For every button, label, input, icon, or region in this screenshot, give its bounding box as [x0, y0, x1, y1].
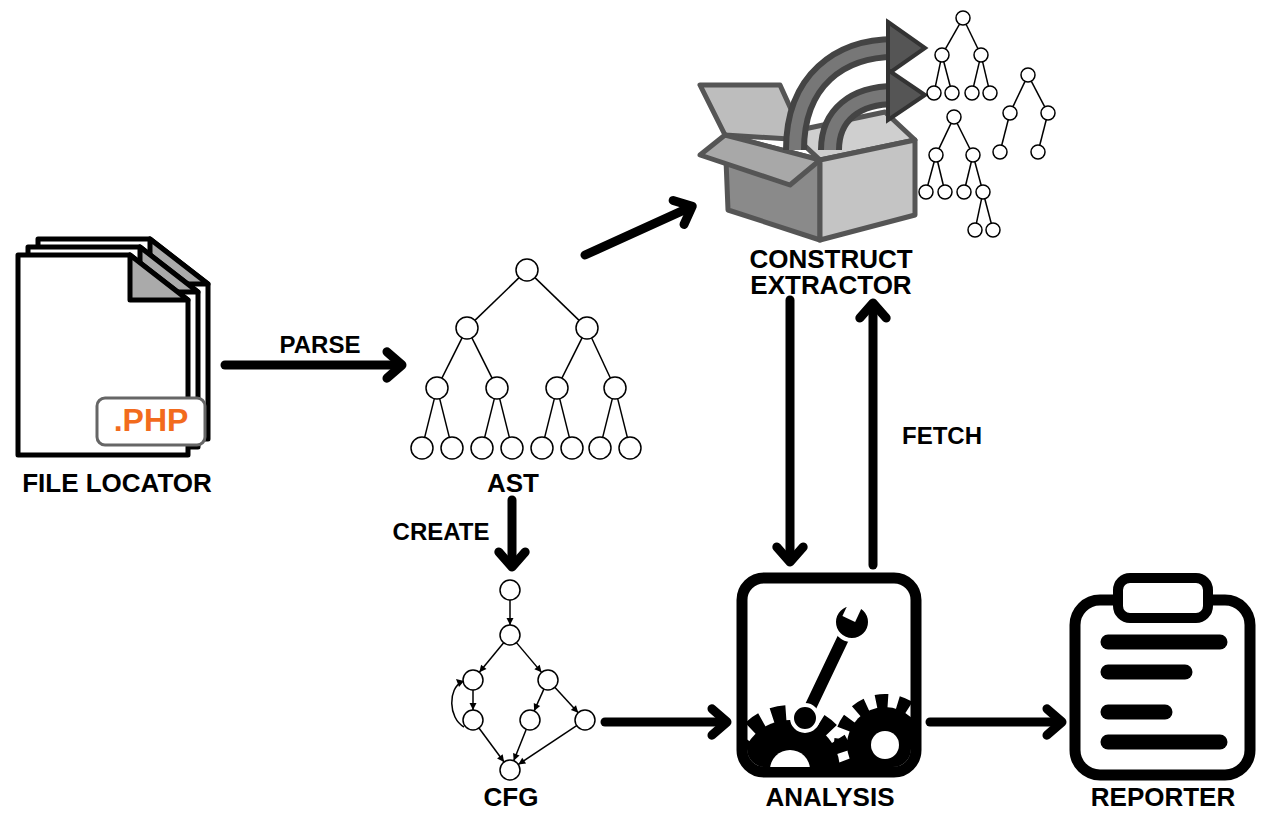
tree — [919, 110, 1000, 237]
file-badge-text: .PHP — [114, 404, 189, 436]
construct-extractor: CONSTRUCT EXTRACTOR — [695, 70, 930, 300]
edge-label: PARSE — [277, 332, 364, 358]
node-label: REPORTER — [1091, 784, 1235, 810]
flow-arrow — [585, 200, 692, 255]
tree — [411, 259, 641, 459]
node-label: AST — [487, 470, 539, 496]
reporter: REPORTER — [1065, 565, 1260, 812]
ast-tree: AST — [405, 255, 645, 500]
tree — [927, 11, 997, 100]
analysis-icon — [733, 578, 929, 814]
edge-label: CREATE — [390, 519, 493, 545]
node-label: CFG — [484, 784, 539, 810]
node-label: CONSTRUCT EXTRACTOR — [732, 246, 930, 298]
flow-arrow — [499, 500, 525, 567]
reporter-icon — [1075, 578, 1250, 775]
edge-label: FETCH — [899, 423, 985, 449]
file-locator: .PHP FILE LOCATOR — [10, 235, 225, 500]
tree-drawings — [411, 11, 1055, 780]
tree — [993, 68, 1055, 159]
node-label: FILE LOCATOR — [22, 470, 212, 496]
node-label: ANALYSIS — [765, 784, 894, 810]
flow-arrow — [860, 303, 886, 565]
flow-arrow — [930, 709, 1062, 735]
flow-arrow — [777, 300, 803, 562]
flow-arrow — [605, 709, 727, 735]
cfg-graph: CFG — [450, 570, 605, 812]
file-icon — [18, 239, 208, 455]
tree — [452, 580, 595, 780]
analysis-engine: ANALYSIS — [730, 565, 930, 812]
extract-arrows — [795, 22, 925, 150]
wrench — [792, 596, 870, 731]
